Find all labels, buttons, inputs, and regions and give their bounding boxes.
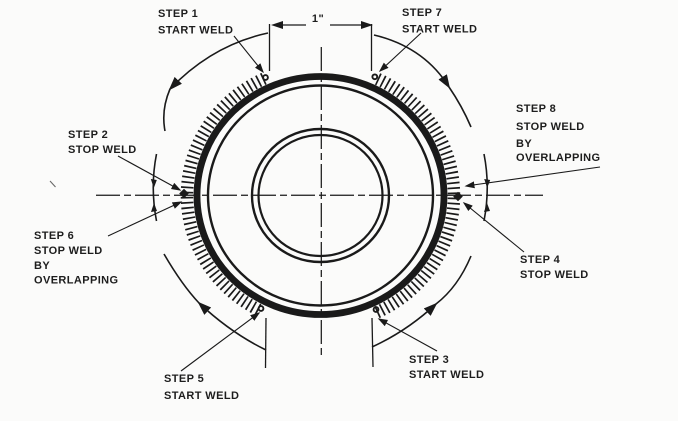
label-step8: STEP 8 STOP WELD BY OVERLAPPING: [516, 103, 600, 164]
leader-step1: [233, 35, 264, 74]
leader-step5: [180, 312, 261, 372]
label-step8-line4: OVERLAPPING: [516, 152, 600, 164]
label-step8-line3: BY: [516, 138, 532, 150]
weld-direction-arrow-top-left: [168, 32, 269, 91]
leader-step6: [107, 201, 183, 237]
weld-direction-arrow-bottom-left: [197, 301, 267, 351]
label-step1-line2: START WELD: [158, 25, 233, 37]
label-step6-line4: OVERLAPPING: [34, 275, 118, 287]
label-step4-line2: STOP WELD: [520, 269, 589, 281]
label-step8-line1: STEP 8: [516, 103, 556, 115]
label-step6-line3: BY: [34, 260, 50, 272]
label-step1: STEP 1 START WELD: [158, 8, 233, 37]
overlap-arc-left: [152, 153, 158, 222]
label-step4: STEP 4 STOP WELD: [520, 254, 589, 281]
weld-direction-arc-tail-top-right: [448, 86, 472, 128]
weld-direction-arc-tail-top-left: [163, 88, 171, 132]
weld-start-mark-step7-icon: [371, 73, 379, 81]
label-step7: STEP 7 START WELD: [402, 7, 477, 36]
label-step7-line1: STEP 7: [402, 7, 442, 19]
leader-step3: [377, 318, 438, 352]
leader-step8: [464, 166, 601, 189]
leader-step2: [117, 155, 182, 191]
label-step3-line1: STEP 3: [409, 354, 449, 366]
extension-line-bottom-left: [264, 317, 267, 369]
weld-start-mark-step1-icon: [262, 74, 269, 81]
label-step4-line1: STEP 4: [520, 254, 561, 266]
label-step2-line2: STOP WELD: [68, 144, 137, 156]
leader-step4: [462, 202, 525, 253]
dimension-arrow-right-icon: [361, 21, 373, 29]
weld-direction-arrow-top-right: [373, 34, 451, 89]
weld-start-mark-step3-icon: [372, 306, 380, 313]
dimension-arrow-left-icon: [271, 21, 283, 29]
dimension-text: 1": [312, 13, 324, 25]
stray-scan-mark: [49, 180, 56, 188]
label-step5-line2: START WELD: [164, 390, 239, 402]
label-step6: STEP 6 STOP WELD BY OVERLAPPING: [34, 230, 118, 287]
weld-stop-mark-left-icon: [179, 188, 189, 199]
weld-direction-arc-tail-bottom-left: [163, 253, 200, 304]
label-step2: STEP 2 STOP WELD: [68, 129, 137, 156]
overlap-tick-upper-left-icon: [150, 179, 157, 188]
label-step5: STEP 5 START WELD: [164, 373, 239, 402]
label-step1-line1: STEP 1: [158, 8, 198, 20]
leader-step7: [378, 32, 422, 73]
overlap-tick-lower-right-icon: [484, 203, 490, 212]
weld-direction-arc-tail-bottom-right: [435, 255, 472, 305]
extension-line-bottom-right: [371, 317, 374, 368]
label-step2-line1: STEP 2: [68, 129, 108, 141]
weld-direction-arrow-bottom-right: [371, 302, 438, 348]
overlap-tick-lower-left-icon: [151, 203, 157, 212]
label-step3: STEP 3 START WELD: [409, 354, 484, 381]
label-step6-line2: STOP WELD: [34, 245, 103, 257]
label-step5-line1: STEP 5: [164, 373, 204, 385]
label-step3-line2: START WELD: [409, 369, 484, 381]
label-step6-line1: STEP 6: [34, 230, 74, 242]
label-step7-line2: START WELD: [402, 24, 477, 36]
label-step8-line2: STOP WELD: [516, 121, 585, 133]
weld-start-mark-step5-icon: [257, 305, 265, 312]
